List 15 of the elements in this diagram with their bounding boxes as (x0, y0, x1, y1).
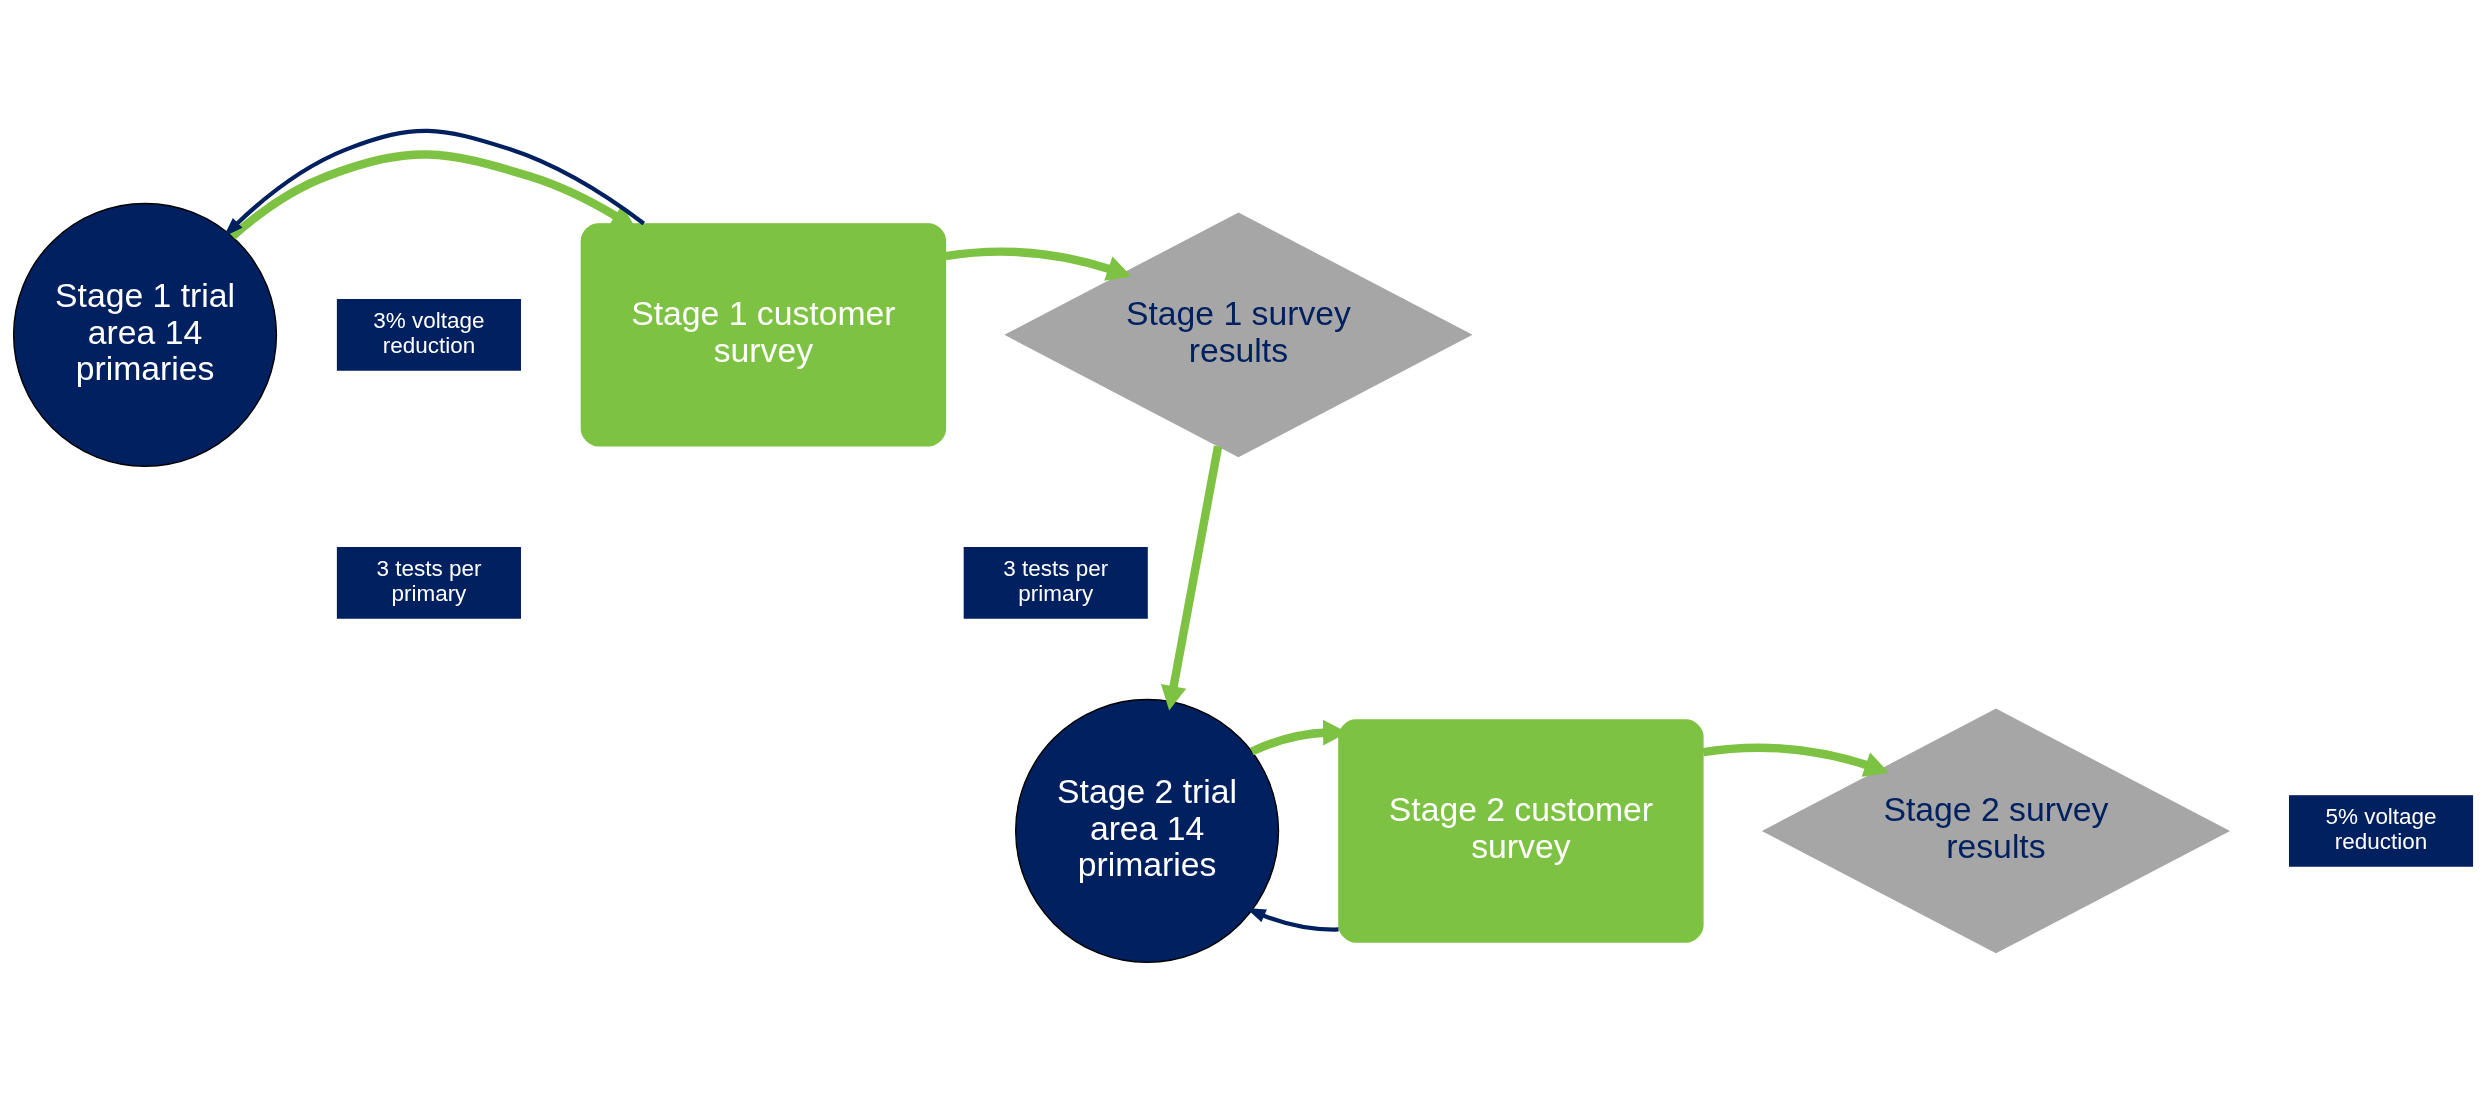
node-box: Stage 1 customer survey (580, 223, 947, 447)
node-diamond: Stage 1 survey results (1004, 212, 1473, 458)
node-box: Stage 2 customer survey (1338, 719, 1704, 943)
arrow (945, 247, 1132, 281)
node-circle: Stage 1 trial area 14 primaries (12, 202, 278, 467)
node-box: 3 tests per primary (963, 547, 1148, 619)
node-box: 3% voltage reduction (336, 299, 521, 371)
arrow (1702, 743, 1890, 777)
arrow (229, 150, 636, 240)
arrow (223, 128, 645, 237)
node-circle: Stage 2 trial area 14 primaries (1014, 698, 1280, 964)
arrow (1160, 445, 1223, 711)
node-box: 3 tests per primary (336, 547, 521, 619)
node-diamond: Stage 2 survey results (1761, 708, 2231, 954)
node-box: 5% voltage reduction (2288, 795, 2474, 867)
